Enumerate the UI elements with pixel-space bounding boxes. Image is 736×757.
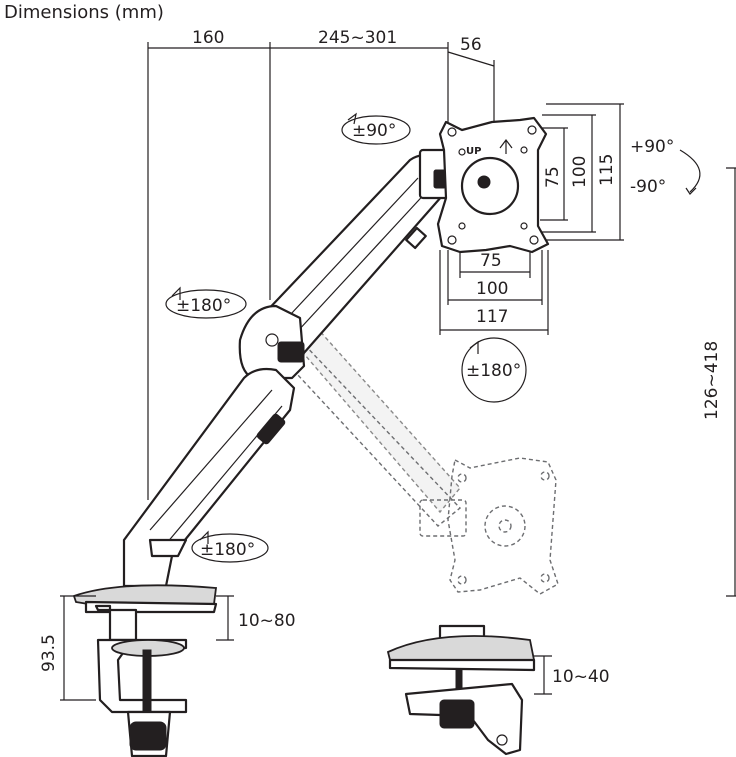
dim-grommet-range: 10~40 <box>552 667 610 687</box>
dim-vesa-h-inner: 75 <box>480 251 502 271</box>
rotation-base: ±180° <box>191 530 269 563</box>
top-dimension-lines: 160 245~301 56 <box>147 28 495 500</box>
vesa-plate: UP <box>436 116 550 254</box>
dim-vesa-h-mid: 100 <box>476 279 508 299</box>
grommet-base: 10~40 <box>386 624 610 756</box>
clamp-base: 93.5 10~80 <box>39 584 296 757</box>
rotation-vesa-label: ±180° <box>466 361 521 381</box>
dim-clamp-range: 10~80 <box>238 611 296 631</box>
elbow-joint <box>238 304 306 380</box>
diagram-title: Dimensions (mm) <box>4 2 164 23</box>
rotation-vesa: ±180° <box>461 337 527 403</box>
dim-vesa-v-outer: 115 <box>597 154 617 186</box>
vesa-up-label: UP <box>466 146 481 157</box>
dim-vesa-v-inner: 75 <box>543 166 563 188</box>
dim-clamp-height: 93.5 <box>39 634 59 672</box>
dim-vesa-depth: 56 <box>460 35 482 55</box>
dim-height-range: 126~418 <box>702 341 722 420</box>
tilt-up-label: +90° <box>630 137 674 157</box>
rotation-base-label: ±180° <box>200 540 255 560</box>
rotation-elbow: ±180° <box>165 286 247 319</box>
dim-arm-lower-span: 160 <box>192 28 224 48</box>
height-dimension: 126~418 <box>702 167 736 597</box>
rotation-elbow-label: ±180° <box>176 296 231 316</box>
ghost-arm-position <box>266 299 559 595</box>
lower-arm <box>122 367 296 588</box>
rotation-top-label: ±90° <box>352 121 396 141</box>
dim-vesa-h-outer: 117 <box>476 307 508 327</box>
tilt-down-label: -90° <box>630 177 666 197</box>
up-arrow-icon <box>499 139 513 154</box>
rotation-tilt: +90° -90° <box>630 137 701 197</box>
dim-arm-upper-span: 245~301 <box>318 28 397 48</box>
rotation-top: ±90° <box>341 112 411 145</box>
dim-vesa-v-mid: 100 <box>570 156 590 188</box>
vesa-center-disk <box>460 156 520 216</box>
vesa-dimension-lines: 75 100 117 75 100 115 <box>439 103 624 335</box>
